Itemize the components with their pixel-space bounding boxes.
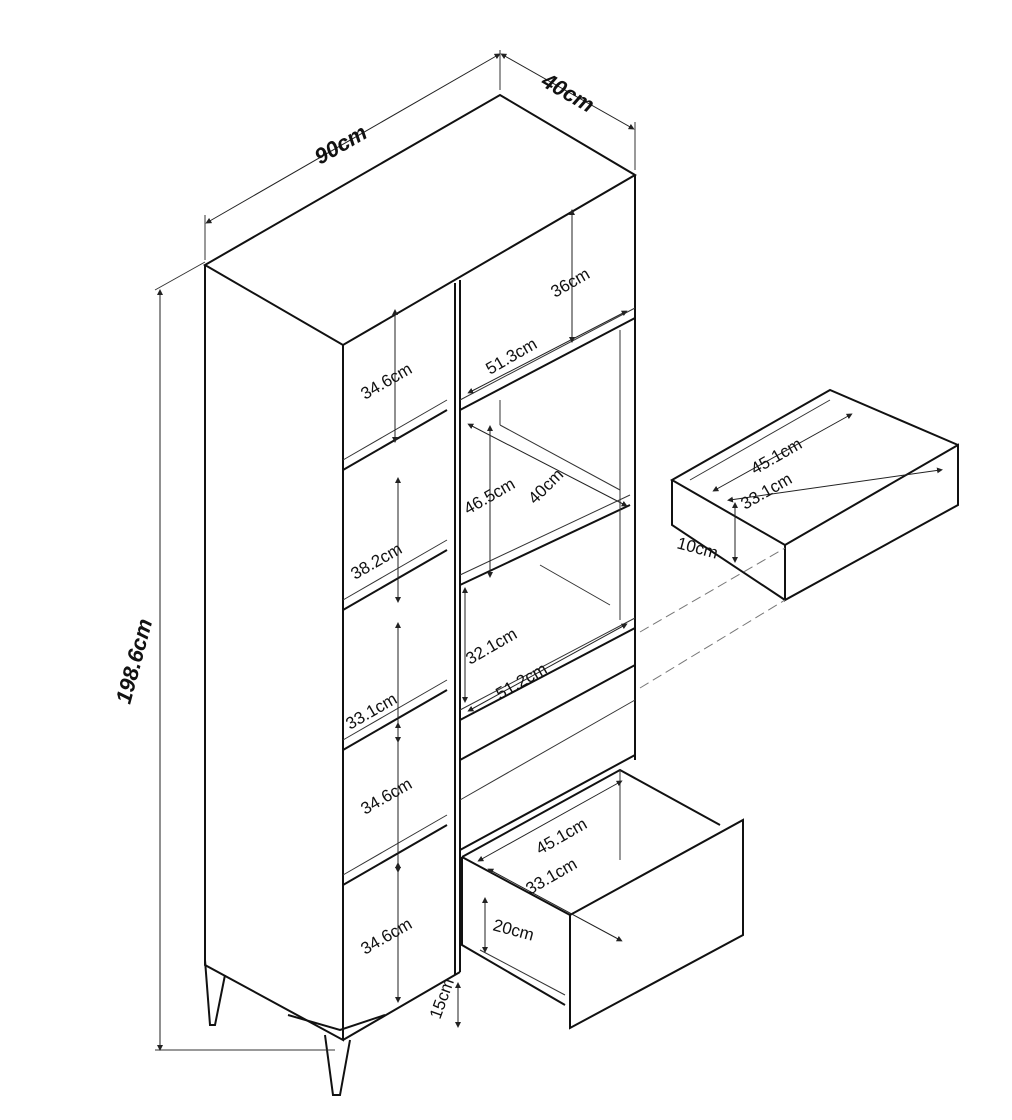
bottom-drawer-depth-label: 33.1cm [523, 854, 581, 898]
side-drawer-height-label: 10cm [675, 534, 720, 563]
cabinet [203, 93, 637, 1042]
height-label: 198.6cm [111, 616, 158, 706]
mid-height-label: 32.1cm [463, 624, 521, 668]
leg-clearance-label: 15cm [426, 976, 458, 1022]
left-cell1-label: 34.6cm [358, 359, 416, 403]
bottom-drawer-height-label: 20cm [491, 916, 536, 945]
side-drawer-width-label: 45.1cm [748, 434, 806, 478]
bottom-drawer-width-label: 45.1cm [533, 814, 591, 858]
left-cell4-label: 34.6cm [358, 774, 416, 818]
open-height-label: 46.5cm [461, 474, 519, 518]
mid-width-label: 51.2cm [493, 659, 551, 703]
left-cell2-label: 38.2cm [348, 539, 406, 583]
dimension-labels: 90cm 40cm 198.6cm 36cm 51.3cm 46.5cm 40c… [111, 67, 806, 1021]
width-label: 90cm [310, 120, 371, 170]
left-cell3-label: 33.1cm [343, 689, 401, 733]
depth-label: 40cm [537, 67, 599, 117]
dimension-lines [154, 50, 943, 1051]
legs [204, 959, 386, 1096]
bottom-drawer [461, 768, 744, 1030]
top-shelf-height-label: 36cm [548, 264, 594, 301]
side-drawer-depth-label: 33.1cm [738, 469, 796, 513]
left-cell5-label: 34.6cm [358, 914, 416, 958]
